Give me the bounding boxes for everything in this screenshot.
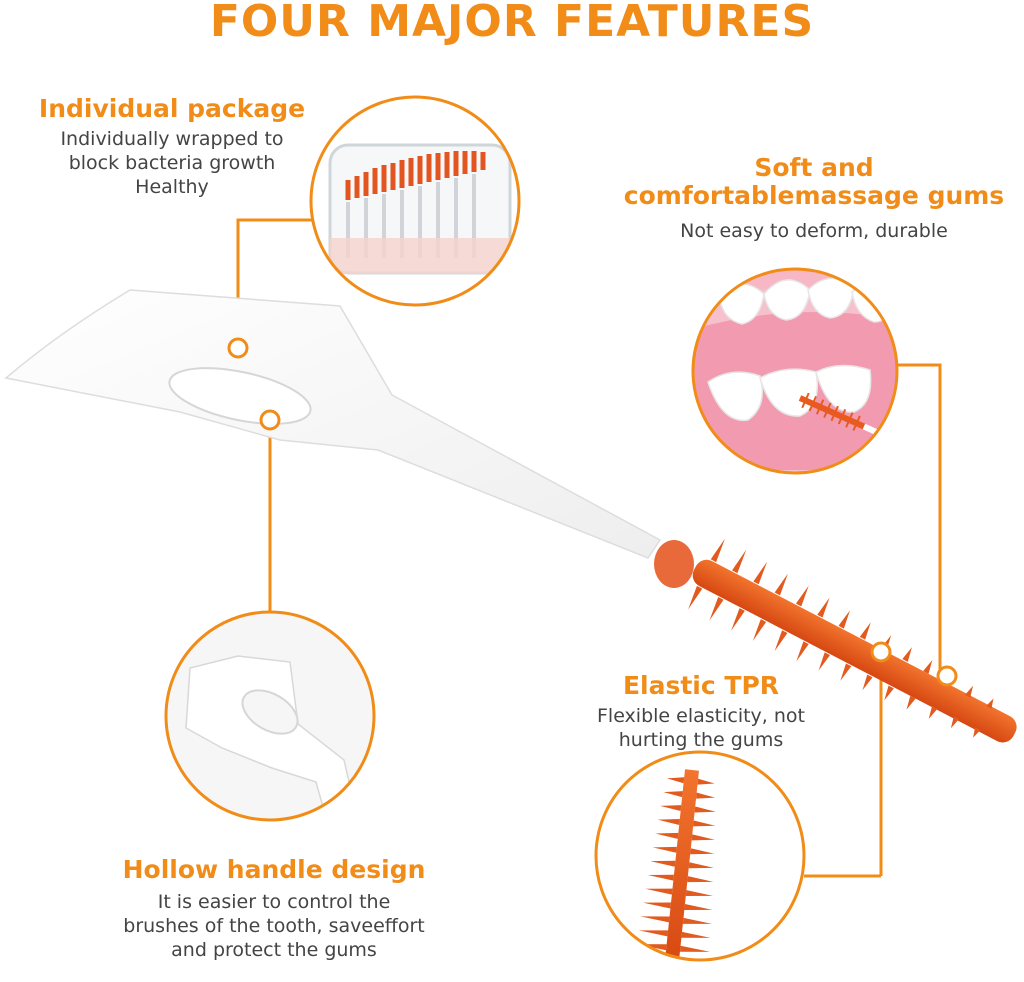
desc-line: hurting the gums [618,729,784,751]
heading-line: comfortablemassage gums [623,181,1005,210]
desc-line: Healthy [135,176,209,198]
desc-line: Flexible elasticity, not [596,705,805,727]
feature-description: Not easy to deform, durable [680,220,948,242]
desc-line: brushes of the tooth, saveeffort [123,915,425,937]
interdental-brush-image [4,289,1017,743]
page-title: FOUR MAJOR FEATURES [209,0,815,47]
desc-line: Individually wrapped to [60,128,284,150]
feature-heading: Individual package [38,94,306,123]
feature-description: Flexible elasticity, not hurting the gum… [566,704,836,752]
desc-line: and protect the gums [171,939,377,961]
desc-line: It is easier to control the [157,891,391,913]
teeth-gums-image [691,267,899,475]
feature-elastic-tpr: Elastic TPR Flexible elasticity, not hur… [566,672,836,752]
feature-heading: Soft and comfortablemassage gums [604,154,1024,210]
feature-individual-package: Individual package Individually wrapped … [22,95,322,199]
feature-soft-gums: Soft and comfortablemassage gums Not eas… [604,154,1024,243]
feature-hollow-handle: Hollow handle design It is easier to con… [84,856,464,962]
feature-heading: Hollow handle design [122,855,426,884]
callout-dots [227,337,958,687]
handle-closeup-image [164,610,376,822]
feature-description: It is easier to control the brushes of t… [84,890,464,962]
brush-box-image [309,95,521,307]
desc-line: block bacteria growth [68,152,276,174]
connector-lines [236,218,942,878]
feature-heading: Elastic TPR [622,671,780,700]
feature-description: Individually wrapped to block bacteria g… [22,127,322,199]
bristle-closeup-image [594,750,806,962]
heading-line: Soft and [754,153,874,182]
